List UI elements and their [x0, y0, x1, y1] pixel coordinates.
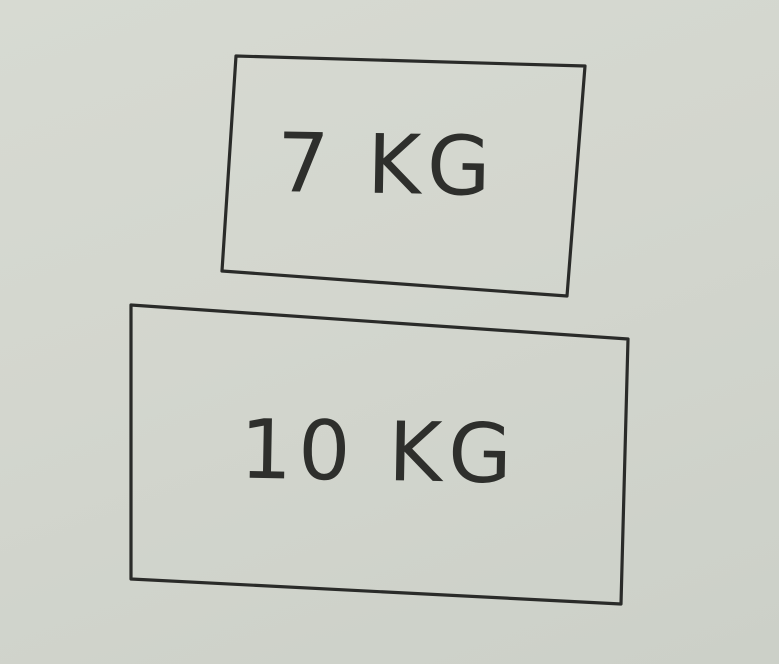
box-10kg-label: 10 KG	[239, 402, 519, 503]
box-7kg-label: 7 KG	[276, 116, 498, 215]
box-7kg-outline	[220, 54, 587, 298]
box-10kg-outline	[129, 303, 630, 606]
